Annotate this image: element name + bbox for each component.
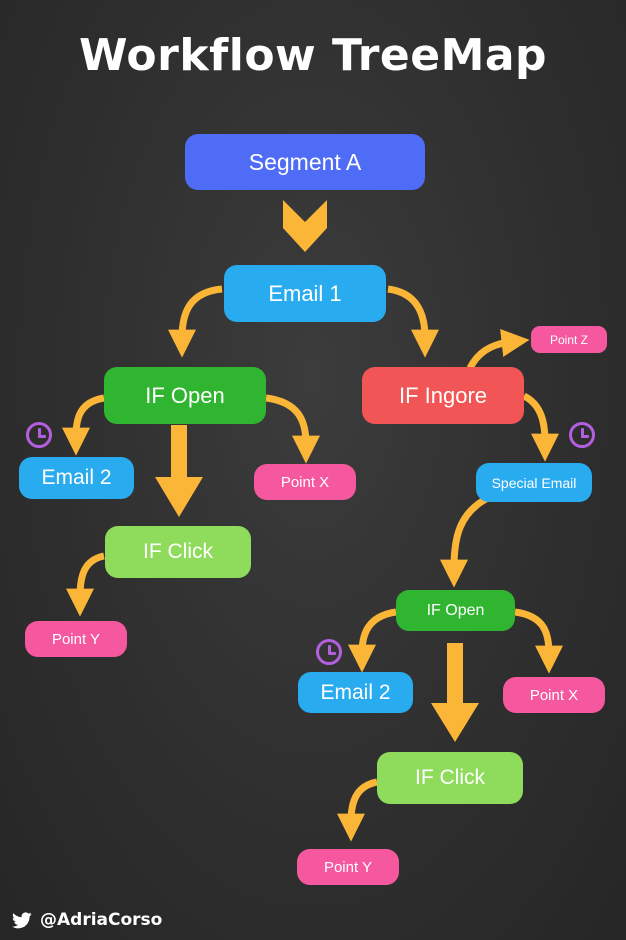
email-2-node-right: Email 2 [298,672,413,713]
point-x-label-right: Point X [529,686,579,704]
point-y-label-left: Point Y [51,630,101,648]
if-open-label-left: IF Open [145,382,225,408]
arrow-ifopen-to-email2 [62,394,105,456]
arrow-ifopen-to-ifclick-right [431,643,479,742]
arrow-ifopen-to-email2-right [348,608,397,673]
twitter-bird-icon [12,911,32,928]
arrow-ifopen-to-pointx-right [514,608,563,674]
point-x-label-left: Point X [280,473,330,491]
arrow-ifingore-to-specialemail [522,392,559,462]
email-2-node-left: Email 2 [19,457,134,499]
clock-icon [26,422,52,448]
if-ingore-node: IF Ingore [362,367,524,424]
clock-icon [316,639,342,665]
point-y-node-left: Point Y [25,621,127,657]
arrow-ifingore-to-pointz [466,329,530,370]
author-handle: @AdriaCorso [40,910,163,930]
point-x-node-left: Point X [254,464,356,500]
arrow-ifclick-to-pointy-right [337,778,378,842]
if-ingore-label: IF Ingore [398,382,488,408]
arrow-ifopen-to-ifclick [155,425,203,517]
point-z-node: Point Z [531,326,607,353]
arrow-email1-to-ifopen [168,285,223,358]
arrow-ifopen-to-pointx [265,394,320,464]
special-email-node: Special Email [476,463,592,502]
if-open-label-right: IF Open [426,601,485,619]
if-click-label-right: IF Click [415,766,485,789]
arrow-ifclick-to-pointy [66,552,105,617]
if-click-label-left: IF Click [143,540,213,563]
segment-a-node: Segment A [185,134,425,190]
email-2-label-right: Email 2 [320,680,391,704]
point-x-node-right: Point X [503,677,605,713]
chevron-down-icon [283,200,327,252]
email-1-label: Email 1 [268,280,342,306]
if-click-node-right: IF Click [377,752,523,804]
footer: @AdriaCorso [12,910,162,930]
point-y-label-right: Point Y [323,858,373,876]
clock-icon [569,422,595,448]
page-title: Workflow TreeMap [78,30,548,81]
email-1-node: Email 1 [224,265,386,322]
segment-a-label: Segment A [248,148,362,175]
point-y-node-right: Point Y [297,849,399,885]
point-z-label: Point Z [549,332,588,347]
arrow-email1-to-ifingore [387,285,439,358]
email-2-label-left: Email 2 [41,466,112,489]
special-email-label: Special Email [491,474,577,491]
if-open-node-right: IF Open [396,590,515,631]
arrow-specialemail-to-ifopen [440,493,492,588]
if-click-node-left: IF Click [105,526,251,578]
if-open-node-left: IF Open [104,367,266,424]
